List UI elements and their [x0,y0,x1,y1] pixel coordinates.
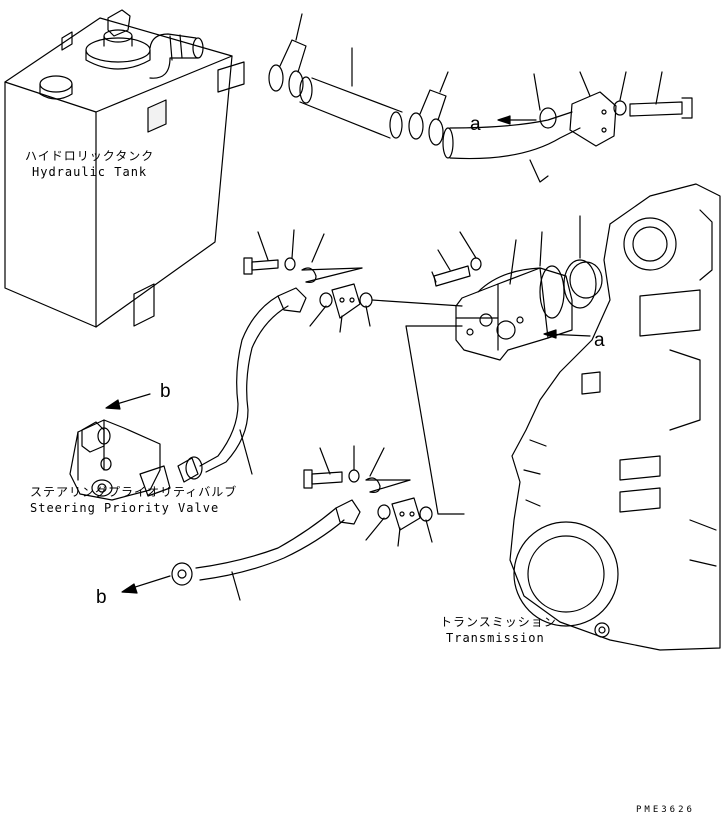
callout-b-hose: b [96,587,107,608]
tank-label-en: Hydraulic Tank [32,165,147,179]
callout-a-top: a [470,114,481,135]
suction-line [268,13,693,183]
arrow-a-top [497,115,537,125]
arrow-b-valve [105,393,151,410]
connection-lines [405,325,465,515]
pressure-hose-lower [171,445,433,601]
valve-label-jp: ステアリングプライオリティバルブ [30,484,237,499]
transmission-housing [509,183,721,651]
callout-a-pump: a [594,330,605,351]
tank-label-jp: ハイドロリックタンク [25,149,154,163]
drawing-code: PME3626 [636,805,695,815]
hydraulic-tank [4,9,245,328]
callout-b-valve: b [160,381,171,402]
arrow-b-hose [121,575,171,594]
transmission-label-en: Transmission [446,631,545,645]
transmission-label-jp: トランスミッション [440,615,557,629]
hydraulic-pump [431,215,597,361]
pressure-hose-upper [177,229,463,483]
valve-label-en: Steering Priority Valve [30,501,219,515]
steering-priority-valve [69,419,171,501]
arrow-a-pump [543,329,591,339]
